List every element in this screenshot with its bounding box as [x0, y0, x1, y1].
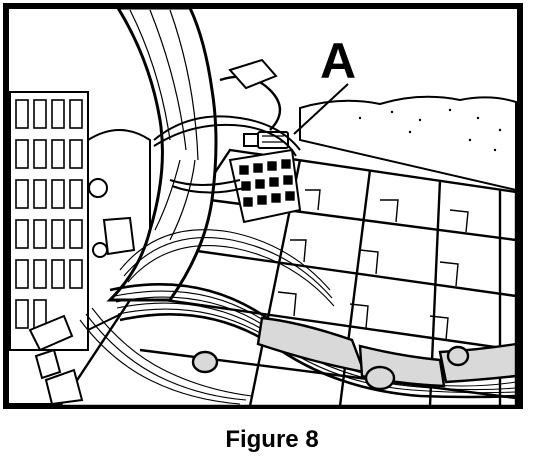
fuse-box-wiring-illustration: A [3, 3, 523, 409]
background-surface [299, 95, 517, 192]
connector-block [228, 148, 302, 224]
upper-cable-loop [153, 58, 301, 194]
surface-stipple [358, 108, 502, 152]
left-panel [9, 91, 151, 351]
sleeved-bundles [191, 316, 518, 391]
small-connector [243, 131, 289, 149]
callout-label-a: A [320, 33, 356, 89]
left-tabs [28, 314, 84, 406]
main-harness [106, 6, 218, 302]
callout-leader-line [293, 83, 349, 135]
figure-caption: Figure 8 [225, 426, 319, 453]
